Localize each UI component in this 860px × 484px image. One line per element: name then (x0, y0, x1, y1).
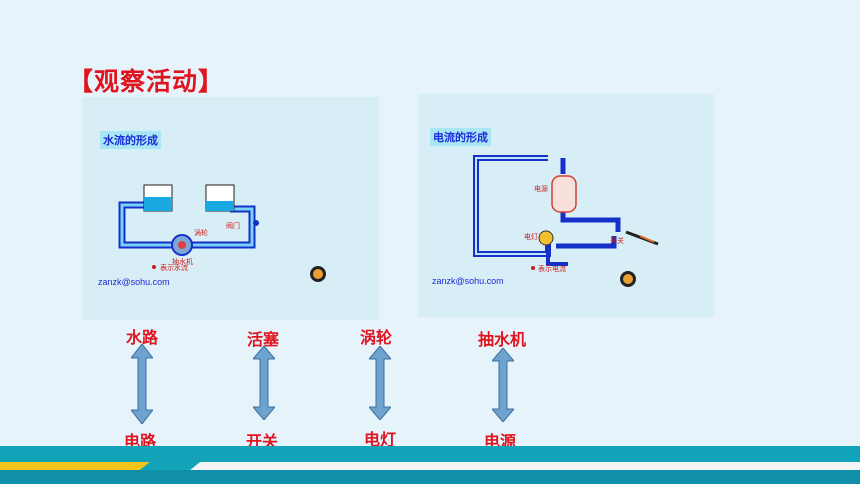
current-email: zanzk@sohu.com (432, 276, 504, 286)
current-lamp-label: 电灯 (524, 233, 538, 241)
double-arrow-icon (369, 346, 391, 420)
pair-bottom-label-3: 电灯 (364, 430, 397, 449)
footer-stripe-accents (0, 462, 860, 470)
current-diagram-heading: 电流的形成 (430, 128, 491, 146)
current-flow-diagram: 电流的形成 电源 电灯 开关 表示电流 zanzk@sohu.com (418, 94, 714, 317)
page-title: 【观察活动】 (68, 67, 225, 96)
water-circuit-drawing (118, 184, 326, 282)
electric-circuit-drawing (473, 155, 659, 287)
pair-top-label-1: 水路 (126, 328, 159, 347)
pair-top-label-2: 活塞 (247, 330, 280, 349)
current-legend-label: 表示电流 (538, 265, 566, 273)
current-source-label: 电源 (534, 185, 548, 193)
pair-top-label-3: 涡轮 (360, 328, 393, 347)
water-turbine-label: 涡轮 (194, 229, 208, 237)
pair-top-label-4: 抽水机 (478, 330, 527, 349)
water-diagram-heading: 水流的形成 (100, 131, 161, 149)
double-arrow-icon (492, 348, 514, 422)
water-pump-label: 抽水机 (172, 258, 193, 266)
water-email: zanzk@sohu.com (98, 277, 170, 287)
double-arrow-icon (253, 346, 275, 420)
current-switch-label: 开关 (610, 237, 624, 245)
water-legend-label: 表示水流 (160, 264, 188, 272)
double-arrow-icon (131, 344, 153, 424)
water-valve-label: 阀门 (226, 222, 240, 230)
water-flow-diagram: 水流的形成 涡轮 阀门 抽水机 表示水流 zanzk@sohu.com (82, 97, 379, 320)
footer-stripe-teal (0, 446, 860, 462)
